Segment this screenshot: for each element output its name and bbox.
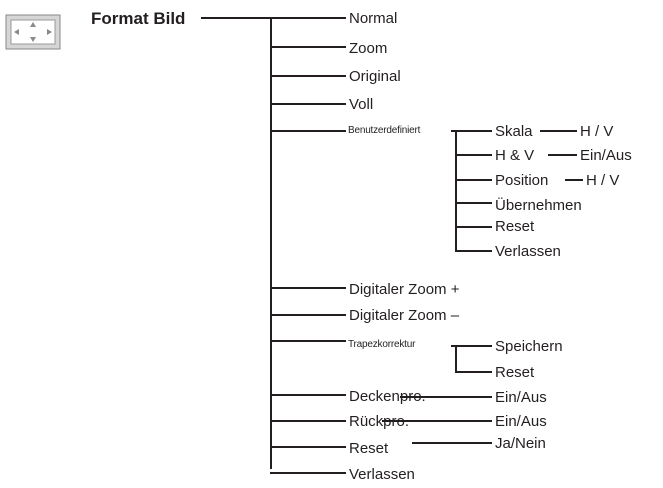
rueckpro-value: Ein/Aus <box>495 413 547 430</box>
submenu-item-uebernehmen[interactable]: Übernehmen <box>495 197 582 214</box>
position-value: H / V <box>586 172 620 189</box>
menu-item-reset[interactable]: Reset <box>349 440 389 457</box>
reset-value: Ja/Nein <box>495 435 546 452</box>
menu-title: Format Bild <box>91 9 186 28</box>
menu-item-benutzerdefiniert[interactable]: Benutzerdefiniert <box>348 125 421 136</box>
submenu-item-position[interactable]: Position <box>495 172 549 189</box>
menu-item-verlassen[interactable]: Verlassen <box>349 466 415 483</box>
skala-value: H / V <box>580 123 614 140</box>
menu-item-digitaler-zoom-plus[interactable]: Digitaler Zoom + <box>349 281 460 298</box>
menu-item-original[interactable]: Original <box>349 68 401 85</box>
deckenpro-value: Ein/Aus <box>495 389 547 406</box>
picture-format-icon <box>5 14 61 50</box>
menu-item-trapezkorrektur[interactable]: Trapezkorrektur <box>348 339 416 350</box>
submenu-item-trapez-reset[interactable]: Reset <box>495 364 535 381</box>
submenu-item-h-und-v[interactable]: H & V <box>495 147 535 164</box>
h-und-v-value: Ein/Aus <box>580 147 632 164</box>
menu-item-zoom[interactable]: Zoom <box>349 40 388 57</box>
menu-item-voll[interactable]: Voll <box>349 96 374 113</box>
menu-item-rueckpro[interactable]: Rückpro. <box>349 413 410 430</box>
menu-item-digitaler-zoom-minus[interactable]: Digitaler Zoom – <box>349 307 460 324</box>
submenu-item-reset[interactable]: Reset <box>495 218 535 235</box>
submenu-item-speichern[interactable]: Speichern <box>495 338 563 355</box>
menu-item-deckenpro[interactable]: Deckenpro. <box>349 388 426 405</box>
submenu-item-skala[interactable]: Skala <box>495 123 533 140</box>
submenu-item-verlassen[interactable]: Verlassen <box>495 243 561 260</box>
menu-item-normal[interactable]: Normal <box>349 10 398 27</box>
